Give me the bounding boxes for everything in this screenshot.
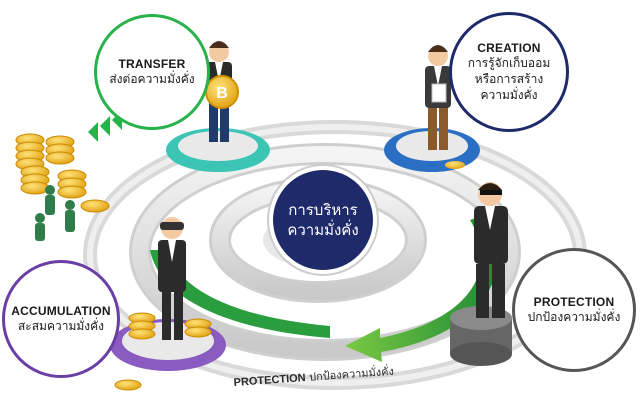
protection-subtitle: ปกป้องความมั่งคั่ง: [527, 310, 621, 324]
center-title-line1: การบริหาร: [288, 201, 358, 219]
protection-title: PROTECTION: [533, 295, 615, 309]
creation-bubble: CREATION การรู้จักเก็บออม หรือการสร้าง ค…: [449, 12, 569, 132]
protection-bubble: PROTECTION ปกป้องความมั่งคั่ง: [512, 248, 636, 372]
creation-businessman: [425, 45, 465, 169]
creation-line2: หรือการสร้าง: [474, 72, 544, 86]
creation-line1: การรู้จักเก็บออม: [467, 56, 551, 70]
transfer-platform: [166, 128, 270, 172]
accumulation-subtitle: สะสมความมั่งคั่ง: [17, 319, 105, 333]
protection-businessman: [474, 182, 508, 318]
center-wealth-management-badge: การบริหาร ความมั่งคั่ง: [273, 170, 373, 270]
coin-symbol: B: [216, 85, 228, 102]
creation-line3: ความมั่งคั่ง: [480, 88, 538, 102]
accumulation-businessman: [114, 217, 212, 391]
transfer-title: TRANSFER: [118, 57, 186, 71]
transfer-businessman: B: [205, 41, 239, 142]
center-title-line2: ความมั่งคั่ง: [287, 221, 359, 239]
accumulation-bubble: ACCUMULATION สะสมความมั่งคั่ง: [2, 260, 120, 378]
ring-label-title: PROTECTION: [233, 371, 307, 389]
coin-stacks: [15, 133, 110, 241]
accumulation-title: ACCUMULATION: [11, 304, 111, 318]
transfer-subtitle: ส่งต่อความมั่งคั่ง: [109, 72, 195, 86]
creation-title: CREATION: [477, 41, 541, 55]
transfer-bubble: TRANSFER ส่งต่อความมั่งคั่ง: [94, 14, 210, 130]
